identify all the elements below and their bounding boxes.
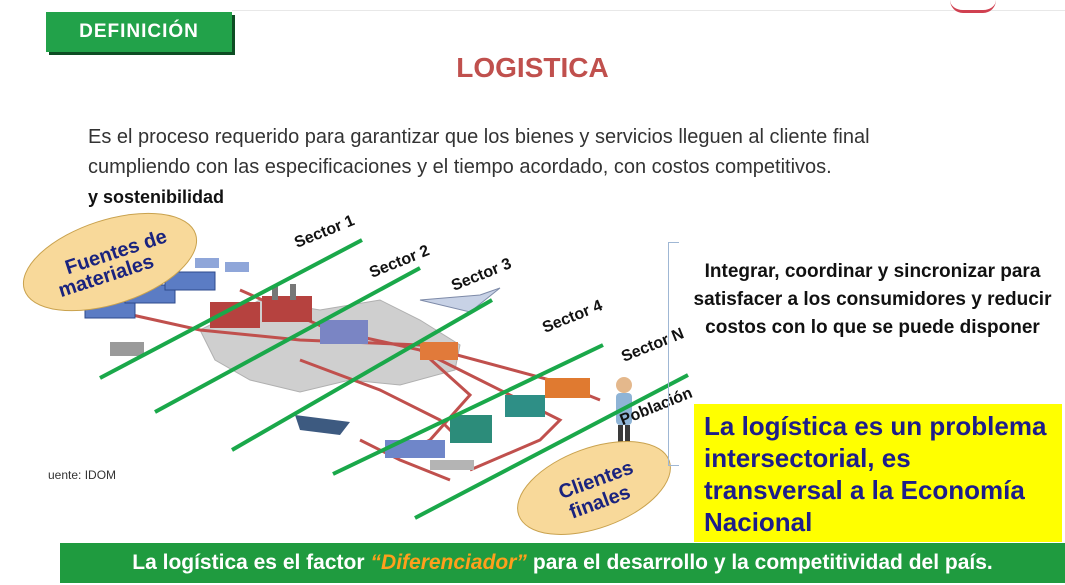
sources-ellipse — [22, 212, 198, 312]
sector-line-4 — [332, 343, 604, 476]
sector-label-2: Sector 2 — [367, 242, 432, 281]
definition-line-1: Es el proceso requerido para garantizar … — [88, 126, 870, 148]
territory-map — [199, 299, 461, 393]
cargo-ship — [295, 415, 350, 435]
clients-ellipse — [517, 441, 671, 535]
footer-text-before: La logística es el factor — [132, 551, 365, 574]
integration-statement: Integrar, coordinar y sincronizar para s… — [693, 261, 1052, 338]
footer-banner: La logística es el factor “Diferenciador… — [60, 543, 1065, 583]
source-note: uente: IDOM — [48, 468, 117, 482]
footer-highlight: “Diferenciador” — [370, 551, 527, 574]
sector-line-1 — [99, 238, 363, 380]
intersectoral-highlight-box: La logística es un problema intersectori… — [694, 404, 1062, 542]
top-divider — [232, 10, 1065, 11]
distribution-centers — [385, 378, 590, 470]
sector-lines — [99, 238, 689, 520]
definition-text: Es el proceso requerido para garantizar … — [88, 122, 1030, 182]
sector-line-3 — [231, 298, 493, 452]
side-bracket — [668, 242, 679, 466]
page-title: LOGISTICA — [456, 52, 609, 83]
sector-line-2 — [154, 266, 421, 414]
airplane — [419, 287, 501, 313]
sector-line-5 — [414, 373, 689, 520]
definition-badge: DEFINICIÓN — [46, 12, 232, 52]
corner-logo-mark — [950, 0, 996, 13]
definition-line-2: cumpliendo con las especificaciones y el… — [88, 156, 832, 178]
logistics-network-diagram: Fuentes de materiales Clientes finales S… — [22, 212, 695, 535]
footer-text-after: para el desarrollo y la competitividad d… — [532, 551, 993, 574]
sector-label-4: Sector 4 — [540, 297, 605, 336]
sector-label-3: Sector 3 — [449, 255, 514, 294]
definition-suffix: y sostenibilidad — [88, 187, 225, 207]
